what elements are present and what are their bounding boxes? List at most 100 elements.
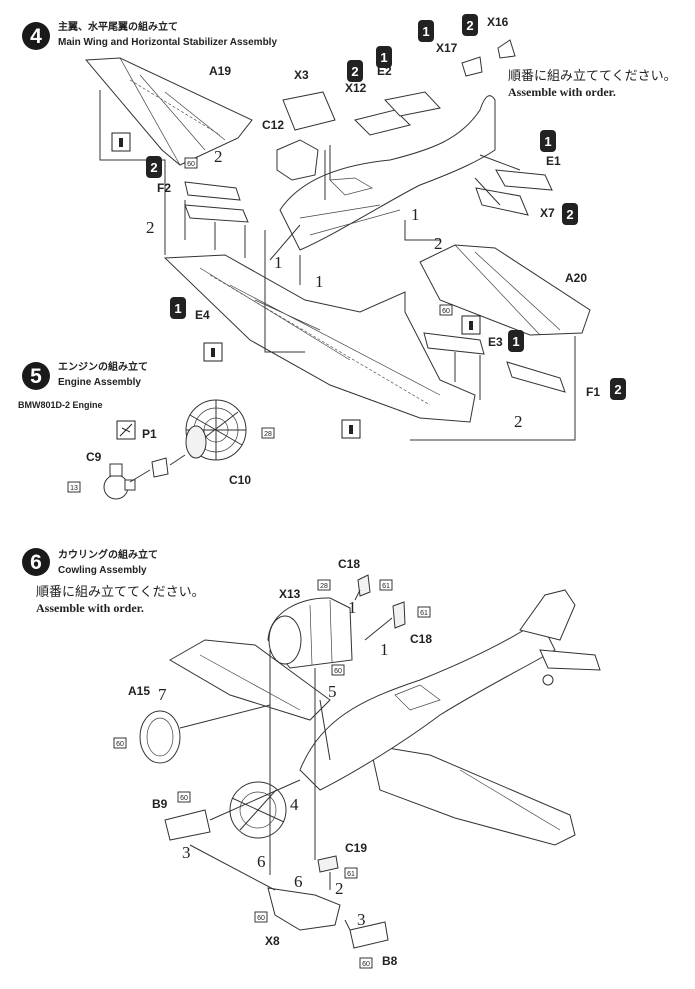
paint-code: 60 bbox=[184, 157, 198, 169]
seq-number: 2 bbox=[214, 147, 223, 166]
label-c18b: C18 bbox=[410, 632, 432, 646]
step-4-number: 4 bbox=[30, 25, 42, 48]
runner-tag-x16: 2 bbox=[462, 14, 478, 36]
seq-number: 5 bbox=[328, 682, 337, 701]
label-a20: A20 bbox=[565, 271, 587, 285]
aircraft-stab bbox=[539, 649, 601, 671]
svg-text:60: 60 bbox=[257, 915, 265, 922]
paint-code: 28 bbox=[261, 427, 275, 439]
f2-part bbox=[184, 181, 241, 201]
svg-text:2: 2 bbox=[566, 207, 573, 222]
drill-hole-icon bbox=[116, 420, 136, 440]
step-4-diagram: 2 2 1 1 1 2 2 A19 X3 C12 X12 E2 X17 X16 … bbox=[84, 15, 600, 441]
svg-text:28: 28 bbox=[320, 583, 328, 590]
engine-assembly-part bbox=[229, 781, 287, 839]
cement-icon bbox=[341, 419, 361, 439]
seq-number: 7 bbox=[158, 685, 167, 704]
a15-ring-part bbox=[139, 710, 181, 764]
label-x13: X13 bbox=[279, 587, 301, 601]
step-6-note-jp: 順番に組み立ててください。 bbox=[36, 584, 205, 599]
svg-text:2: 2 bbox=[466, 18, 473, 33]
seq-number: 6 bbox=[294, 872, 303, 891]
x17-part bbox=[461, 56, 483, 77]
c18b-part bbox=[392, 601, 406, 629]
label-x7: X7 bbox=[540, 206, 555, 220]
seq-number: 6 bbox=[257, 852, 266, 871]
label-c10: C10 bbox=[229, 473, 251, 487]
e1-part bbox=[495, 169, 553, 191]
step-4-title-jp: 主翼、水平尾翼の組み立て bbox=[58, 20, 178, 33]
step-6-number: 6 bbox=[30, 551, 42, 574]
step-4-header: 4 主翼、水平尾翼の組み立て Main Wing and Horizontal … bbox=[22, 20, 277, 50]
seq-number: 2 bbox=[434, 234, 443, 253]
runner-tags-step4: 1 2 1 2 1 2 2 1 1 2 bbox=[146, 14, 626, 400]
svg-text:13: 13 bbox=[70, 485, 78, 492]
cement-icon bbox=[203, 342, 223, 362]
runner-tag-f1: 2 bbox=[610, 378, 626, 400]
label-a19: A19 bbox=[209, 64, 231, 78]
label-f2: F2 bbox=[157, 181, 171, 195]
x16-part bbox=[497, 39, 516, 59]
label-c19: C19 bbox=[345, 841, 367, 855]
label-e3: E3 bbox=[488, 335, 503, 349]
cement-icon bbox=[461, 315, 481, 335]
step-5-title-jp: エンジンの組み立て bbox=[58, 360, 148, 373]
svg-text:61: 61 bbox=[347, 871, 355, 878]
paint-code: 60 bbox=[359, 957, 373, 969]
runner-tag-e1: 1 bbox=[540, 130, 556, 152]
seq-number: 2 bbox=[146, 218, 155, 237]
label-e1: E1 bbox=[546, 154, 561, 168]
c19-part bbox=[317, 855, 339, 873]
svg-text:60: 60 bbox=[334, 668, 342, 675]
label-x3: X3 bbox=[294, 68, 309, 82]
c18a-part bbox=[357, 574, 371, 597]
paint-code: 60 bbox=[331, 664, 345, 676]
svg-text:1: 1 bbox=[512, 334, 519, 349]
seq-number: 1 bbox=[411, 205, 420, 224]
svg-text:60: 60 bbox=[116, 741, 124, 748]
paint-code: 60 bbox=[439, 304, 453, 316]
svg-text:60: 60 bbox=[180, 795, 188, 802]
step-6-header: 6 カウリングの組み立て Cowling Assembly 順番に組み立ててくだ… bbox=[22, 548, 205, 615]
fuselage-part bbox=[279, 95, 496, 251]
svg-text:2: 2 bbox=[351, 64, 358, 79]
step-5-badge bbox=[22, 362, 50, 390]
aircraft-wing-right bbox=[369, 744, 576, 846]
label-e4: E4 bbox=[195, 308, 210, 322]
step-5-subtitle: BMW801D-2 Engine bbox=[18, 400, 103, 410]
runner-tag-e2: 1 bbox=[376, 46, 392, 68]
label-x17: X17 bbox=[436, 41, 458, 55]
label-x16: X16 bbox=[487, 15, 509, 29]
x3-part bbox=[282, 91, 336, 131]
label-f1: F1 bbox=[586, 385, 600, 399]
step-4-badge bbox=[22, 22, 50, 50]
step-4-note-jp: 順番に組み立ててください。 bbox=[508, 68, 677, 83]
svg-text:1: 1 bbox=[544, 134, 551, 149]
paint-code: 13 bbox=[67, 481, 81, 493]
p1-part bbox=[151, 457, 169, 478]
paint-code: 61 bbox=[379, 579, 393, 591]
step-6-title-jp: カウリングの組み立て bbox=[58, 548, 158, 561]
seq-number: 2 bbox=[514, 412, 523, 431]
svg-text:60: 60 bbox=[362, 961, 370, 968]
paint-code: 60 bbox=[113, 737, 127, 749]
label-p1: P1 bbox=[142, 427, 157, 441]
svg-text:60: 60 bbox=[442, 308, 450, 315]
step-6-title-en: Cowling Assembly bbox=[58, 565, 147, 576]
step-6-note-en: Assemble with order. bbox=[36, 601, 144, 615]
svg-text:1: 1 bbox=[422, 24, 429, 39]
seq-number: 1 bbox=[315, 272, 324, 291]
e4-part bbox=[184, 204, 249, 223]
svg-text:28: 28 bbox=[264, 431, 272, 438]
x12-part bbox=[354, 109, 411, 136]
step-5-title-en: Engine Assembly bbox=[58, 377, 141, 388]
step-4-title-en: Main Wing and Horizontal Stabilizer Asse… bbox=[58, 37, 277, 48]
b8-part bbox=[349, 921, 389, 949]
aircraft-fin bbox=[519, 589, 576, 641]
svg-text:60: 60 bbox=[187, 161, 195, 168]
c12-part bbox=[276, 139, 319, 181]
x7-part bbox=[475, 187, 529, 216]
paint-code: 60 bbox=[177, 791, 191, 803]
lower-wing-part bbox=[163, 254, 476, 423]
